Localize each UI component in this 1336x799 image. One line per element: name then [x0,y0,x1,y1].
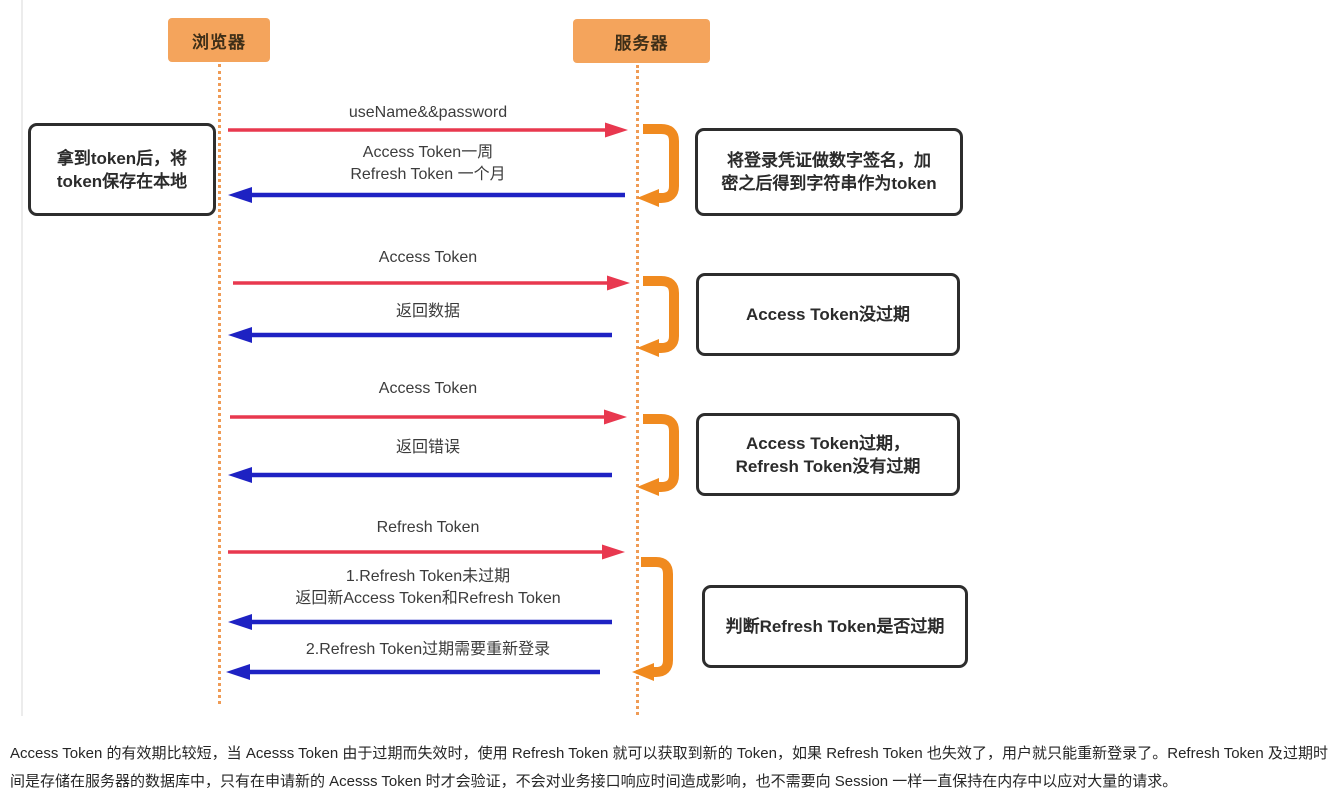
message-label-line: 1.Refresh Token未过期 [345,568,511,585]
note-line: 将登录凭证做数字签名，加 [727,151,931,170]
actor-browser: 浏览器 [168,18,270,62]
message-label-line: Access Token [378,249,478,266]
note-line: Access Token没过期 [745,305,911,324]
note-line: Refresh Token没有过期 [735,456,921,476]
message-label-line: 返回数据 [395,303,460,320]
response-arrow-1 [228,187,625,203]
note-line: 判断Refresh Token是否过期 [725,617,945,636]
message-label-line: 2.Refresh Token过期需要重新登录 [305,641,551,658]
note-token-expired: Access Token过期， Refresh Token没有过期 [696,413,960,496]
message-label-8: 1.Refresh Token未过期 返回新Access Token和Refre… [228,566,628,610]
response-arrow-4 [228,614,612,630]
left-border-line [21,0,23,716]
note-line: 密之后得到字符串作为token [721,174,937,193]
message-label-line: Refresh Token 一个月 [350,166,506,183]
server-loop-3 [637,414,679,496]
lifeline-browser [218,64,221,704]
response-arrow-2 [228,327,612,343]
message-label-5: Access Token [228,378,628,400]
message-label-2: Access Token一周 Refresh Token 一个月 [228,142,628,186]
explanation-paragraph: Access Token 的有效期比较短，当 Acesss Token 由于过期… [10,745,1328,790]
message-label-1: useName&&password [228,102,628,124]
note-line: token保存在本地 [56,171,188,191]
message-label-3: Access Token [228,247,628,269]
note-check-refresh: 判断Refresh Token是否过期 [702,585,968,668]
note-save-token: 拿到token后，将 token保存在本地 [28,123,216,216]
message-label-line: 返回错误 [395,439,460,456]
message-label-4: 返回数据 [228,301,628,323]
response-arrow-3 [228,467,612,483]
actor-server: 服务器 [573,19,710,63]
note-sign-token: 将登录凭证做数字签名，加 密之后得到字符串作为token [695,128,963,216]
server-loop-1 [637,124,679,207]
lifeline-server [636,65,639,715]
message-label-line: Access Token一周 [362,144,494,161]
server-loop-2 [637,276,679,357]
request-arrow-3 [230,409,627,425]
note-token-valid: Access Token没过期 [696,273,960,356]
message-label-line: 返回新Access Token和Refresh Token [295,590,561,607]
note-line: 拿到token后，将 [56,148,188,168]
request-arrow-2 [233,275,630,291]
request-arrow-4 [228,544,625,560]
message-label-7: Refresh Token [228,517,628,539]
message-label-line: Refresh Token [376,519,480,536]
note-line: Access Token过期， [745,433,911,453]
server-loop-4 [632,557,673,681]
actor-browser-label: 浏览器 [192,32,246,52]
message-label-6: 返回错误 [228,437,628,459]
message-label-line: Access Token [378,380,478,397]
request-arrow-1 [228,122,628,138]
actor-server-label: 服务器 [614,33,669,53]
message-arrows [226,122,679,681]
message-label-9: 2.Refresh Token过期需要重新登录 [228,639,628,661]
message-label-line: useName&&password [348,104,508,121]
response-arrow-5 [226,664,600,680]
